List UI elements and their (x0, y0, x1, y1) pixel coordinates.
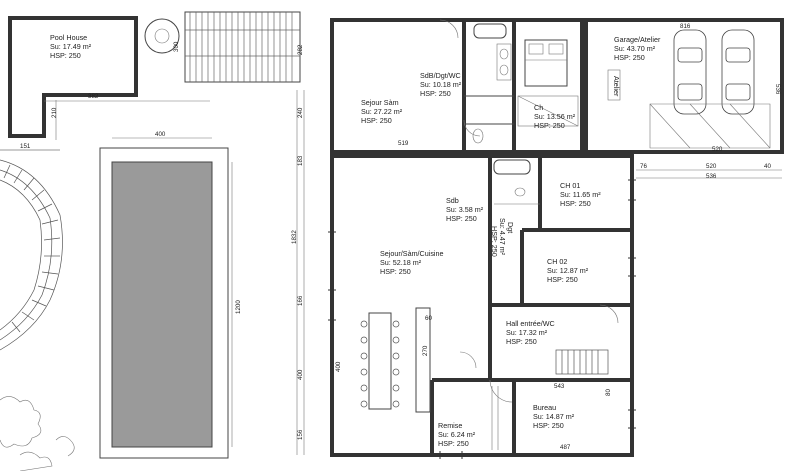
dim-816: 816 (680, 23, 691, 30)
dim-183: 183 (297, 155, 304, 166)
windows (328, 179, 636, 459)
ch02-area: Su: 12.87 m² (547, 266, 589, 275)
dim-240: 240 (297, 107, 304, 118)
dgt-area: Su: 4.47 m² (498, 218, 507, 256)
pool-house-area: Su: 17.49 m² (50, 42, 92, 51)
pool-house-hsp: HSP: 250 (50, 51, 81, 60)
vertical-dimensions: 240 183 1832 166 400 156 (291, 90, 305, 455)
tree-core (154, 28, 170, 44)
dim-210: 210 (51, 107, 58, 118)
dim-76: 76 (640, 163, 647, 170)
dim-400b: 400 (297, 369, 304, 380)
hall-name: Hall entrée/WC (506, 319, 555, 328)
ch-area: Su: 13.56 m² (534, 112, 576, 121)
dim-60: 60 (425, 315, 432, 322)
dgt-hsp: HSP: 250 (490, 226, 499, 257)
sdb-dgt-wc-hsp: HSP: 250 (420, 89, 451, 98)
sdb-dgt-wc-area: Su: 10.18 m² (420, 80, 462, 89)
atelier-note: Atelier (612, 76, 621, 97)
sejour-main-name: Sejour/Sàm/Cuisine (380, 249, 444, 258)
pool-house: Pool House Su: 17.49 m² HSP: 250 382 210 (8, 16, 210, 140)
bureau-area: Su: 14.87 m² (533, 412, 575, 421)
dim-519: 519 (398, 140, 409, 147)
ch-name: Ch (534, 103, 543, 112)
sejour-top-hsp: HSP: 250 (361, 116, 392, 125)
remise-name: Remise (438, 421, 462, 430)
remise-hsp: HSP: 250 (438, 439, 469, 448)
pergola: 300 282 (144, 11, 304, 83)
garage-area: Su: 43.70 m² (614, 44, 656, 53)
car-right-icon (721, 29, 755, 115)
dim-536: 536 (774, 84, 781, 95)
remise-area: Su: 6.24 m² (438, 430, 476, 439)
sejour-top-name: Sejour Sàm (361, 98, 399, 107)
hall-area: Su: 17.32 m² (506, 328, 548, 337)
sejour-main-hsp: HSP: 250 (380, 267, 411, 276)
dim-80: 80 (605, 389, 612, 396)
ch01-hsp: HSP: 250 (560, 199, 591, 208)
ch01-name: CH 01 (560, 181, 580, 190)
pool-edge (99, 147, 229, 459)
pool-house-name: Pool House (50, 33, 87, 42)
dim-400c: 400 (335, 361, 342, 372)
dim-1832: 1832 (291, 230, 298, 244)
ch02-hsp: HSP: 250 (547, 275, 578, 284)
dim-300: 300 (173, 41, 180, 52)
hall-hsp: HSP: 250 (506, 337, 537, 346)
dim-156: 156 (297, 429, 304, 440)
garage-walls (584, 18, 784, 154)
dim-151: 151 (20, 143, 31, 150)
dim-270: 270 (422, 345, 429, 356)
dim-543: 543 (554, 383, 565, 390)
bureau-hsp: HSP: 250 (533, 421, 564, 430)
pool-house-walls (8, 16, 138, 138)
house-top-wing: Sejour Sàm Su: 27.22 m² HSP: 250 SdB/Dgt… (330, 18, 584, 154)
sejour-top-area: Su: 27.22 m² (361, 107, 403, 116)
dim-520b: 520 (706, 163, 717, 170)
garage-dims: 76 520 40 536 (636, 163, 782, 180)
dim-536b: 536 (706, 173, 717, 180)
pool-water (111, 161, 213, 448)
pool: 400 1200 (99, 131, 242, 459)
garage-name: Garage/Atelier (614, 35, 661, 44)
dim-520a: 520 (712, 146, 723, 153)
dim-1200: 1200 (235, 300, 242, 314)
sdb-dgt-wc-name: SdB/Dgt/WC (420, 71, 461, 80)
dim-282: 282 (297, 44, 304, 55)
kitchen-island (415, 307, 431, 413)
garage-hsp: HSP: 250 (614, 53, 645, 62)
chairs (360, 320, 400, 408)
dim-487: 487 (560, 444, 571, 451)
top-wing-walls (330, 18, 584, 154)
ch01-area: Su: 11.65 m² (560, 190, 601, 199)
dim-40: 40 (764, 163, 771, 170)
ch-hsp: HSP: 250 (534, 121, 565, 130)
dim-400: 400 (155, 131, 166, 138)
sdb-hsp: HSP: 250 (446, 214, 477, 223)
shrubs (0, 396, 75, 471)
sdb-name: Sdb (446, 196, 459, 205)
main-walls (330, 154, 634, 457)
tree-circle (144, 18, 180, 54)
bureau-name: Bureau (533, 403, 556, 412)
car-left-icon (673, 29, 707, 115)
ch02-name: CH 02 (547, 257, 567, 266)
dgt-name: Dgt (506, 222, 515, 233)
sdb-area: Su: 3.58 m² (446, 205, 484, 214)
dim-382: 382 (88, 93, 99, 100)
garden-steps (0, 149, 63, 351)
dim-166: 166 (297, 295, 304, 306)
staircase (555, 349, 609, 375)
dining-table (368, 312, 392, 410)
sejour-main-area: Su: 52.18 m² (380, 258, 422, 267)
garage: 816 Garage/Atelier Su: 43.70 m² HSP: 250… (584, 18, 784, 154)
house-main: 60 270 400 Sdb Su: 3.58 m² HSP: 250 Dgt … (330, 154, 634, 457)
